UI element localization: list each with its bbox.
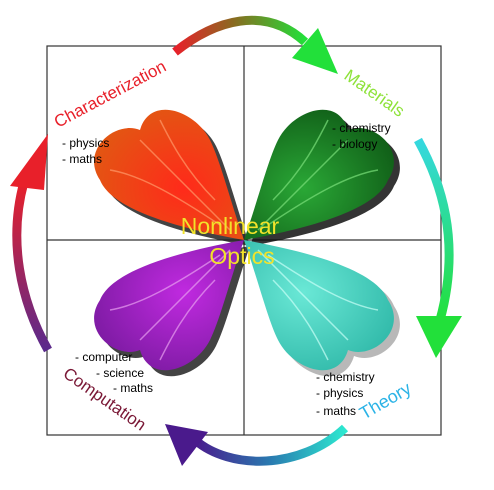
- label-theory: Theory: [356, 378, 415, 423]
- leaf-bottom-right: [244, 240, 400, 377]
- leaf-bottom-left: [94, 240, 250, 377]
- center-title-line1: Nonlinear: [181, 213, 280, 239]
- note-item: - chemistry: [316, 370, 375, 384]
- note-item: - maths: [113, 381, 153, 395]
- label-materials: Materials: [341, 66, 408, 121]
- notes-computation: - computer - science - maths: [75, 350, 153, 395]
- note-item: - chemistry: [332, 121, 391, 135]
- center-title-line2: Optics: [209, 243, 274, 269]
- note-item: - physics: [316, 386, 363, 400]
- arrow-computation-to-characterization: [10, 134, 52, 353]
- note-item: - maths: [62, 152, 102, 166]
- note-item: - physics: [62, 136, 109, 150]
- notes-materials: - chemistry - biology: [332, 121, 391, 151]
- leaf-top-left: [94, 109, 250, 247]
- note-item: - biology: [332, 137, 377, 151]
- arrow-theory-to-computation: [165, 424, 349, 466]
- arrow-materials-to-theory: [414, 137, 462, 358]
- notes-characterization: - physics - maths: [62, 136, 109, 166]
- note-item: - science: [96, 366, 144, 380]
- leaf-top-right: [244, 109, 400, 247]
- arrow-characterization-to-materials: [172, 15, 338, 74]
- note-item: - computer: [75, 350, 132, 364]
- note-item: - maths: [316, 404, 356, 418]
- notes-theory: - chemistry - physics - maths: [316, 370, 375, 418]
